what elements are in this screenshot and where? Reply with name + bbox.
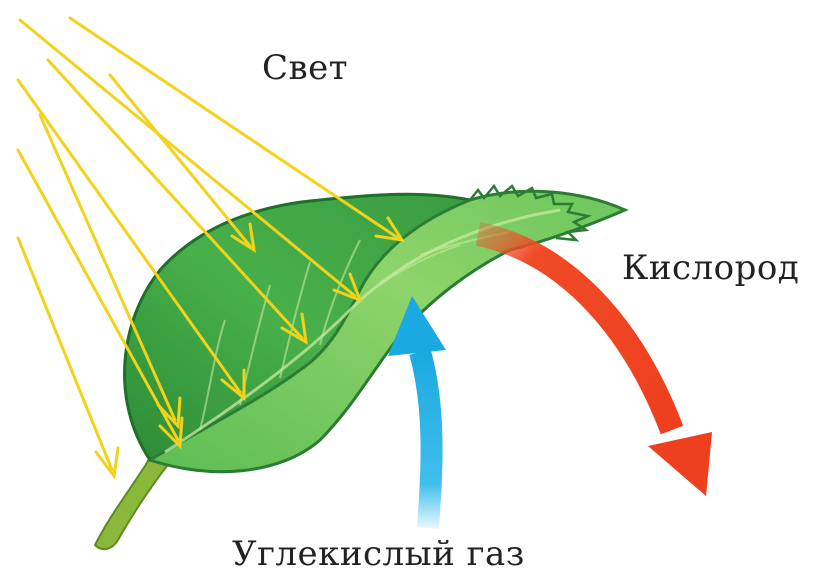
light-ray-arrow xyxy=(110,75,254,250)
carbon-dioxide-label: Углекислый газ xyxy=(232,534,525,574)
light-label: Свет xyxy=(262,48,348,88)
oxygen-label: Кислород xyxy=(622,248,799,288)
leaf-icon xyxy=(125,186,625,472)
light-ray-arrow xyxy=(18,238,118,476)
leaf-stem xyxy=(95,458,170,549)
light-ray-arrow xyxy=(70,18,402,240)
